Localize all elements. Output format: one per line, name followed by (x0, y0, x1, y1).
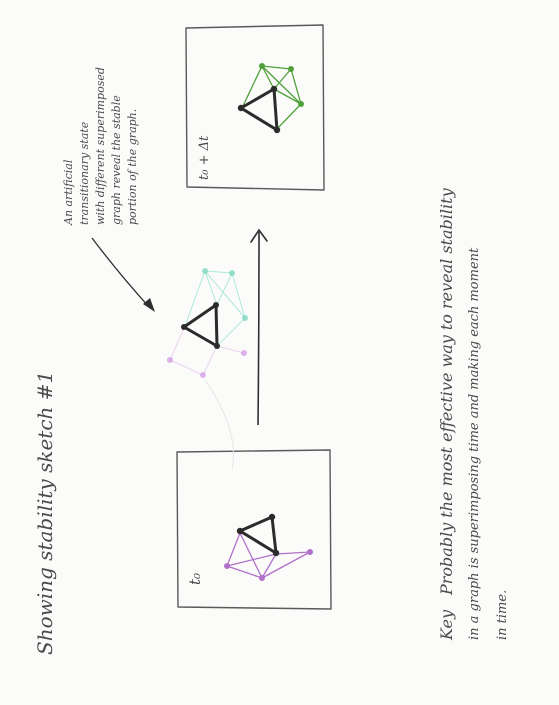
annotation-line-1: An artificial (62, 159, 75, 226)
stable-core-t0-nodes (236, 513, 280, 557)
transition-state (167, 268, 248, 471)
past-graph-edges (226, 532, 311, 579)
note-line-1: Probably the most effective way to revea… (437, 187, 456, 596)
annotation-arrow (91, 237, 155, 312)
sketch-title: Showing stability sketch #1 (33, 371, 57, 655)
frame-t0-border (176, 449, 332, 610)
note-text: Probably the most effective way to revea… (437, 187, 456, 596)
note-line-2: in a graph is superimposing time and mak… (467, 247, 482, 640)
note-line-3: in time. (495, 590, 510, 640)
annotation-line-5: portion of the graph. (126, 109, 139, 225)
frame-t0-dt: t₀ + Δt (185, 24, 325, 191)
frame-t0-dt-label: t₀ + Δt (197, 135, 212, 180)
stable-core-t0-dt-nodes (237, 85, 281, 134)
transition-teal-nodes (202, 268, 248, 321)
frame-t0-dt-border (185, 24, 325, 191)
past-graph-nodes (224, 549, 313, 581)
transition-teal-edges (184, 270, 246, 347)
note-lines-rest: in a graph is superimposing time and mak… (467, 247, 510, 640)
stable-core-t0 (238, 515, 278, 555)
faint-trace (204, 379, 234, 471)
frame-t0: t₀ (176, 449, 332, 610)
stable-core-t0-dt (239, 87, 279, 132)
annotation-line-2: transitionary state (78, 121, 91, 225)
future-graph-nodes (259, 63, 304, 107)
time-arrow (250, 228, 268, 426)
future-graph-edges (241, 65, 302, 131)
note-prefix: Key (437, 609, 456, 641)
transition-pink-nodes (167, 350, 247, 378)
transition-pink-edges (169, 325, 245, 376)
frame-t0-label: t₀ (186, 573, 204, 585)
stable-core-transition (182, 303, 219, 348)
annotation-text: An artificial transitionary state with d… (62, 67, 139, 226)
annotation-line-3: with different superimposed (94, 67, 107, 225)
annotation-line-4: graph reveal the stable (110, 95, 123, 225)
stable-core-transition-nodes (181, 302, 220, 349)
